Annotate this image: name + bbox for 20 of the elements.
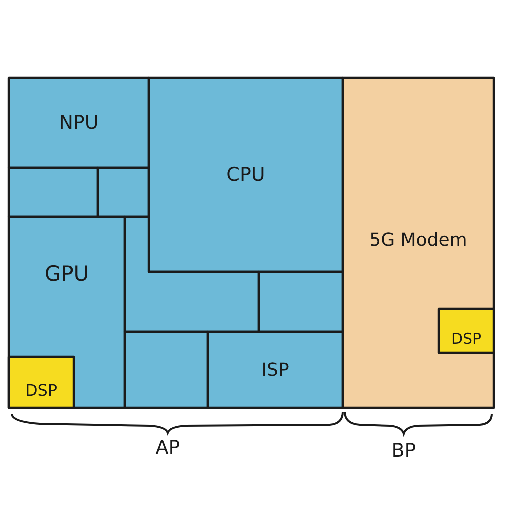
puzzle-piece	[125, 217, 259, 332]
chip-block	[439, 309, 494, 353]
puzzle-piece	[98, 168, 149, 217]
block-label: ISP	[262, 360, 290, 380]
block-label: GPU	[44, 262, 90, 286]
chip-block	[9, 217, 125, 408]
puzzle-piece	[125, 332, 208, 408]
group-label: BP	[392, 440, 416, 462]
block-label: DSP	[25, 381, 58, 400]
block-label: NPU	[59, 112, 99, 134]
group-label: AP	[156, 437, 180, 459]
chip-block	[208, 332, 343, 408]
puzzle-piece	[9, 168, 98, 217]
chip-block	[343, 78, 494, 408]
block-label: DSP	[451, 330, 482, 348]
chip-block	[9, 78, 149, 168]
block-label: 5G Modem	[370, 230, 468, 251]
chip-block	[9, 357, 74, 408]
puzzle-piece	[259, 272, 343, 332]
block-label: CPU	[226, 164, 266, 186]
